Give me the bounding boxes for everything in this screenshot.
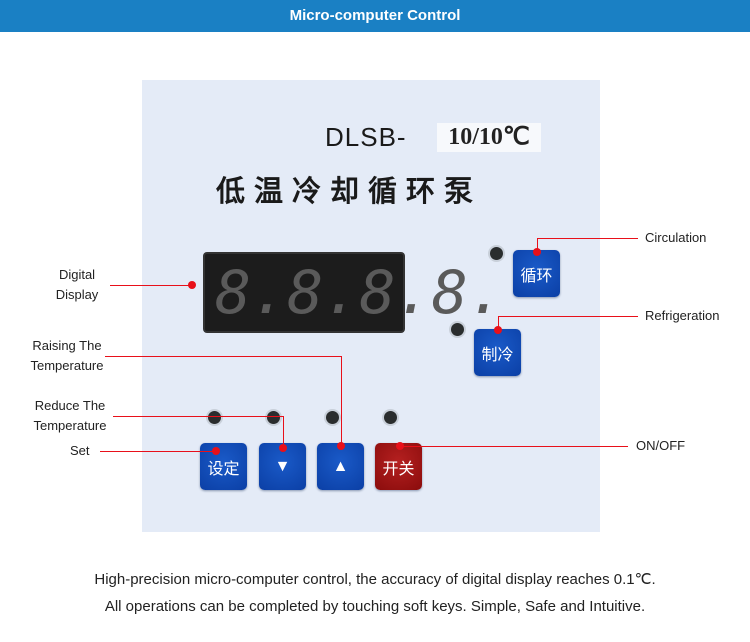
- display-digit: 8.: [359, 257, 432, 328]
- circulation-led: [488, 245, 505, 262]
- digital-display: 8. 8. 8. 8.: [203, 252, 504, 333]
- label-line: Temperature: [30, 358, 104, 373]
- pointer-dot: [494, 326, 502, 334]
- header-title: Micro-computer Control: [0, 0, 750, 32]
- circulation-button[interactable]: 循环: [513, 250, 560, 297]
- pointer-dot: [212, 447, 220, 455]
- label-line: Raising The: [32, 338, 102, 353]
- refrigeration-button[interactable]: 制冷: [474, 329, 521, 376]
- circulation-label: Circulation: [645, 230, 707, 245]
- refrigeration-pointer-line: [498, 316, 638, 317]
- onoff-label: ON/OFF: [636, 438, 686, 453]
- display-digit: 8.: [431, 257, 504, 328]
- set-led: [206, 409, 223, 426]
- label-line: Reduce The: [34, 398, 106, 413]
- display-digit: 8.: [215, 257, 288, 328]
- pointer-dot: [533, 248, 541, 256]
- power-led: [382, 409, 399, 426]
- set-label: Set: [70, 443, 90, 458]
- power-button[interactable]: 开关: [375, 443, 422, 490]
- pointer-dot: [188, 281, 196, 289]
- refrigeration-pointer-line: [498, 316, 499, 330]
- refrigeration-led: [449, 321, 466, 338]
- label-line: Display: [55, 287, 99, 302]
- circulation-pointer-line: [537, 238, 538, 252]
- raising-pointer-line: [105, 356, 341, 357]
- model-tag: 10/10℃: [437, 123, 541, 152]
- label-line: Temperature: [33, 418, 107, 433]
- set-pointer-line: [100, 451, 216, 452]
- onoff-pointer-line: [400, 446, 628, 447]
- reduce-pointer-line: [113, 416, 283, 417]
- up-button[interactable]: ▲: [317, 443, 364, 490]
- circulation-pointer-line: [537, 238, 638, 239]
- pointer-dot: [337, 442, 345, 450]
- model-label: DLSB-: [325, 122, 407, 152]
- up-led: [324, 409, 341, 426]
- pointer-dot: [396, 442, 404, 450]
- reduce-pointer-line: [283, 416, 284, 448]
- down-led: [265, 409, 282, 426]
- raising-pointer-line: [341, 356, 342, 446]
- set-button[interactable]: 设定: [200, 443, 247, 490]
- footer-line-2: All operations can be completed by touch…: [104, 598, 646, 615]
- panel-title-cn: 低温冷却循环泵: [216, 174, 483, 208]
- label-line: Digital: [58, 267, 96, 282]
- refrigeration-label: Refrigeration: [645, 308, 720, 323]
- pointer-dot: [279, 444, 287, 452]
- display-digit: 8.: [287, 257, 360, 328]
- footer-line-1: High-precision micro-computer control, t…: [94, 571, 656, 588]
- display-pointer-line: [110, 285, 192, 286]
